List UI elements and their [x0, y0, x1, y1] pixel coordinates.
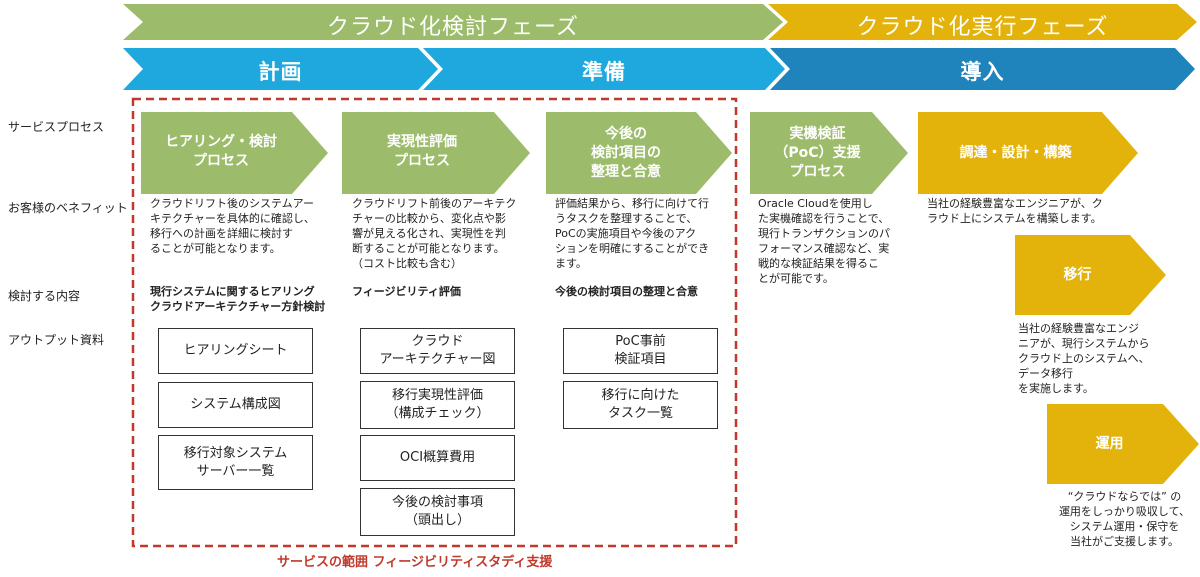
output-future-items: 今後の検討事項 （頭出し）	[360, 488, 515, 536]
exec-title-build: 調達・設計・構築	[959, 145, 1072, 161]
process-benefit-1: クラウドリフト後のシステムアー キテクチャーを具体的に確認し、 移行への計画を詳…	[150, 197, 315, 255]
stage-label-introduce: 導入	[960, 60, 1005, 84]
process-arrow-1	[141, 112, 328, 194]
scope-box	[131, 97, 738, 548]
process-benefit-2: クラウドリフト前後のアーキテク チャーの比較から、変化点や影 響が見える化され、…	[352, 197, 517, 270]
output-target-server-list: 移行対象システム サーバー一覧	[158, 435, 313, 490]
exec-arrow-operate	[1047, 404, 1199, 484]
row-label-study-content: 検討する内容	[8, 289, 81, 303]
phase-banner-study	[123, 4, 783, 40]
process-benefit-4: Oracle Cloudを使用し た実機確認を行うことで、 現行トランザクション…	[758, 197, 890, 285]
process-arrow-3	[546, 112, 732, 194]
stage-chevron-prepare	[423, 48, 785, 90]
output-hearing-sheet: ヒアリングシート	[158, 328, 313, 374]
stage-chevron-introduce	[770, 48, 1195, 90]
scope-caption: サービスの範囲 フィージビリティスタディ支援	[277, 555, 553, 570]
output-cloud-architecture: クラウド アーキテクチャー図	[360, 328, 515, 374]
process-title-3: 今後の 検討項目の 整理と合意	[591, 126, 661, 180]
process-content-1: 現行システムに関するヒアリング クラウドアーキテクチャー方針検討	[150, 285, 326, 313]
exec-desc-operate: “クラウドならでは” の 運用をしっかり吸収して、 システム運用・保守を 当社が…	[1058, 490, 1191, 548]
process-title-2: 実現性評価 プロセス	[387, 134, 457, 169]
output-oci-cost: OCI概算費用	[360, 435, 515, 481]
output-system-diagram: システム構成図	[158, 382, 313, 428]
row-label-service-process: サービスプロセス	[8, 120, 105, 134]
process-title-1: ヒアリング・検討 プロセス	[165, 134, 277, 169]
output-feasibility-eval: 移行実現性評価 （構成チェック）	[360, 381, 515, 429]
exec-title-migrate: 移行	[1063, 267, 1092, 283]
output-poc-items: PoC事前 検証項目	[563, 328, 718, 374]
exec-arrow-build	[918, 112, 1138, 194]
exec-arrow-migrate	[1015, 235, 1166, 315]
row-label-output: アウトプット資料	[8, 333, 105, 347]
process-arrow-4	[750, 112, 908, 194]
stage-chevron-plan	[123, 48, 438, 90]
phase-banner-execution	[768, 4, 1197, 40]
exec-title-operate: 運用	[1095, 436, 1124, 452]
process-content-2: フィージビリティ評価	[352, 285, 461, 298]
process-title-4: 実機検証 （PoC）支援 プロセス	[774, 126, 861, 180]
phase-label-study: クラウド化検討フェーズ	[327, 15, 579, 40]
process-content-3: 今後の検討項目の整理と合意	[555, 285, 698, 298]
process-arrow-2	[342, 112, 530, 194]
phase-label-execution: クラウド化実行フェーズ	[856, 15, 1109, 40]
process-benefit-3: 評価結果から、移行に向けて行 うタスクを整理することで、 PoCの実施項目や今後…	[555, 197, 710, 270]
exec-desc-migrate: 当社の経験豊富なエンジ ニアが、現行システムから クラウド上のシステムへ、 デー…	[1018, 322, 1150, 395]
stage-label-plan: 計画	[258, 60, 303, 84]
stage-label-prepare: 準備	[582, 60, 626, 84]
exec-desc-build: 当社の経験豊富なエンジニアが、ク ラウド上にシステムを構築します。	[927, 197, 1103, 225]
output-migration-tasks: 移行に向けた タスク一覧	[563, 381, 718, 429]
row-label-benefit: お客様のベネフィット	[8, 201, 128, 215]
